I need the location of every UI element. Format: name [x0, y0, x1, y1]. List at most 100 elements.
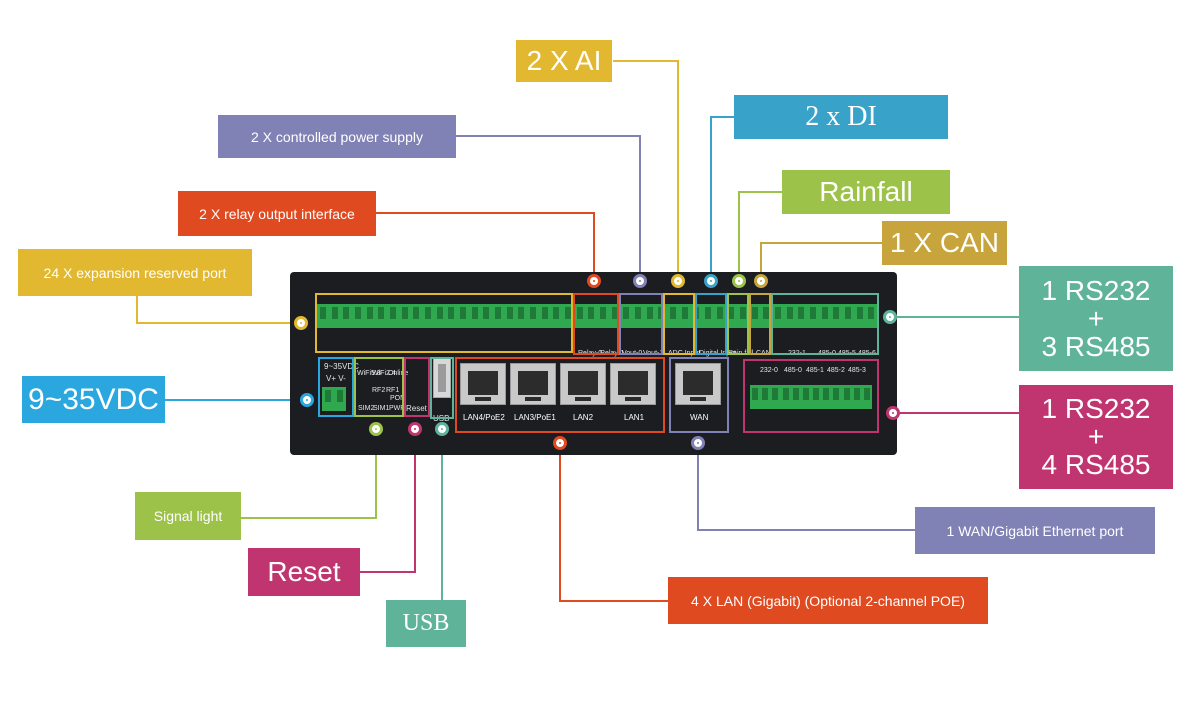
rs232-rs485-bottom-line3: 4 RS485 [1041, 449, 1151, 480]
terminal-pin [813, 388, 820, 400]
power-pin-silk-label: V+ V- [326, 374, 346, 383]
terminal-pin [809, 307, 816, 319]
terminal-pin [868, 307, 875, 319]
power-supply-dot [633, 274, 647, 288]
power-supply-highlight [619, 293, 663, 355]
di-dot [704, 274, 718, 288]
wan-dot [691, 436, 705, 450]
terminal-pin [506, 307, 513, 319]
lan-callout: 4 X LAN (Gigabit) (Optional 2-channel PO… [668, 577, 988, 624]
terminal-pin [599, 307, 606, 319]
terminal-pin [782, 388, 789, 400]
rs232-rs485-bottom-line2: + [1087, 421, 1105, 452]
wan-port [675, 363, 721, 405]
wan-port-highlight [669, 357, 729, 433]
led-label-wifi58: WiFi5.8 [357, 370, 381, 377]
reset-dot [408, 422, 422, 436]
terminal-pin [331, 307, 338, 319]
voltage-callout: 9~35VDC [22, 376, 165, 423]
lan4-port [460, 363, 506, 405]
terminal-pin [774, 307, 781, 319]
terminal-pin [483, 307, 490, 319]
terminal-pin [716, 307, 723, 319]
rainfall-highlight [727, 293, 749, 355]
terminal-pin [792, 388, 799, 400]
serial-terminal-block [750, 385, 872, 409]
rs232-rs485-bottom-callout: 1 RS232 + 4 RS485 [1019, 385, 1173, 489]
lan2-port [560, 363, 606, 405]
terminal-pin [821, 307, 828, 319]
terminal-pin [529, 307, 536, 319]
terminal-pin [337, 390, 343, 402]
terminal-pin [459, 307, 466, 319]
reset-silk-label: Reset [406, 404, 427, 413]
rainfall-callout: Rainfall [782, 170, 950, 214]
terminal-pin [786, 307, 793, 319]
terminal-pin [739, 307, 746, 319]
lan-dot [553, 436, 567, 450]
led-label-sim2: SIM2 [358, 405, 375, 412]
led-label-pon: PON [390, 395, 406, 402]
terminal-pin [728, 307, 735, 319]
lan4-port-label: LAN4/PoE2 [463, 413, 505, 422]
expansion-callout: 24 X expansion reserved port [18, 249, 252, 296]
relay-callout: 2 X relay output interface [178, 191, 376, 236]
terminal-pin [843, 388, 850, 400]
terminal-pin [343, 307, 350, 319]
usb-highlight [430, 357, 454, 419]
led-label-rf1: RF1 [386, 387, 400, 394]
signal-light-callout: Signal light [135, 492, 241, 540]
ai-highlight [663, 293, 695, 355]
terminal-pin [436, 307, 443, 319]
connector-line [456, 135, 641, 274]
power-supply-callout: 2 X controlled power supply [218, 115, 456, 158]
rs232-rs485-top-line3: 3 RS485 [1041, 330, 1151, 362]
label-485-0-bottom: 485-0 [784, 367, 802, 374]
label-232-0: 232-0 [760, 367, 778, 374]
terminal-pin [823, 388, 830, 400]
terminal-pin [541, 307, 548, 319]
can-callout: 1 X CAN [882, 221, 1007, 265]
signal-light-dot [369, 422, 383, 436]
terminal-pin [448, 307, 455, 319]
terminal-pin [401, 307, 408, 319]
led-label-online: Online [388, 370, 409, 377]
led-label-sim1: SIM1 [373, 405, 390, 412]
connector-line [738, 191, 782, 274]
reset-callout: Reset [248, 548, 360, 596]
terminal-pin [366, 307, 373, 319]
label-485-1: 485-1 [806, 367, 824, 374]
terminal-pin [772, 388, 779, 400]
lan3-port-label: LAN3/PoE1 [514, 413, 556, 422]
wan-callout: 1 WAN/Gigabit Ethernet port [915, 507, 1155, 554]
connector-line [241, 436, 377, 519]
connector-line [376, 212, 595, 274]
terminal-pin [833, 388, 840, 400]
rainfall-dot [732, 274, 746, 288]
connector-line [136, 296, 294, 324]
reset-highlight [404, 357, 430, 417]
terminal-pin [354, 307, 361, 319]
connector-line [613, 60, 679, 274]
lan-ports-highlight [455, 357, 665, 433]
di-highlight [695, 293, 727, 355]
terminal-pin [378, 307, 385, 319]
terminal-pin [576, 307, 583, 319]
rs232-rs485-top-highlight [771, 293, 879, 355]
terminal-pin [518, 307, 525, 319]
wan-port-label: WAN [690, 413, 709, 422]
usb-callout: USB [386, 600, 466, 647]
relay-highlight [573, 293, 619, 355]
lan1-port [610, 363, 656, 405]
rs232-rs485-top-line2: + [1087, 302, 1105, 334]
terminal-pin [494, 307, 501, 319]
terminal-pin [763, 307, 770, 319]
can-dot [754, 274, 768, 288]
lan3-port [510, 363, 556, 405]
relay-dot [587, 274, 601, 288]
signal-light-highlight [354, 357, 404, 417]
lan2-port-label: LAN2 [573, 413, 594, 422]
connector-line [760, 242, 882, 274]
terminal-pin [623, 307, 630, 319]
